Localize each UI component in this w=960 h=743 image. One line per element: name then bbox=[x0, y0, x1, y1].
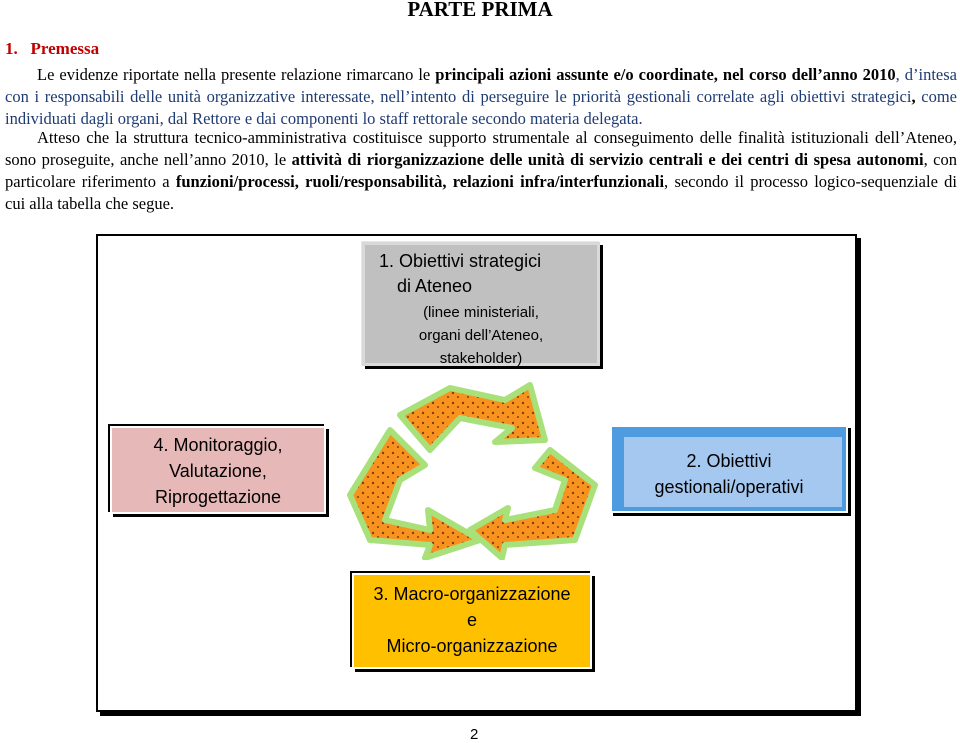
box-1-line-3: (linee ministeriali, bbox=[423, 304, 539, 321]
paragraph-2-text-a: Atteso che la struttura tecnico-amminist… bbox=[5, 128, 957, 169]
page-number: 2 bbox=[470, 726, 479, 743]
recycle-arrow-left bbox=[347, 427, 483, 560]
box-1-title: 1. Obiettivi strategici di Ateneo bbox=[373, 249, 589, 299]
box-3-line-1: 3. Macro-organizzazione bbox=[373, 584, 571, 604]
section-title: Premessa bbox=[30, 39, 100, 58]
paragraph-1-text-c: come individuati dagli organi, dal Retto… bbox=[5, 87, 957, 128]
box-organization: 3. Macro-organizzazione e Micro-organizz… bbox=[352, 573, 592, 669]
paragraph-2-bold-b: funzioni/processi, ruoli/responsabilità,… bbox=[175, 172, 665, 191]
paragraph-1-text-a: Le evidenze riportate nella presente rel… bbox=[37, 65, 436, 84]
paragraph-2-text-b: , con particolare riferimento a bbox=[5, 150, 957, 191]
box-objectives-strategic: 1. Obiettivi strategici di Ateneo (linee… bbox=[362, 242, 600, 367]
paragraph-2-bold-a: attività di riorganizzazione delle unità… bbox=[291, 150, 924, 169]
box-objectives-operational: 2. Obiettivi gestionali/operativi bbox=[610, 425, 848, 513]
box-monitoring: 4. Monitoraggio, Valutazione, Riprogetta… bbox=[110, 426, 326, 514]
box-1-line-5: stakeholder) bbox=[439, 350, 523, 367]
recycle-arrows-icon bbox=[347, 382, 598, 560]
box-1-subtitle: (linee ministeriali, organi dell’Ateneo,… bbox=[365, 301, 597, 370]
box-4-line-1: 4. Monitoraggio, bbox=[153, 435, 283, 455]
box-2-inner bbox=[624, 437, 842, 507]
box-4-line-3: Riprogettazione bbox=[154, 487, 282, 507]
box-2-line-2: gestionali/operativi bbox=[654, 477, 804, 497]
recycle-arrow-top bbox=[397, 382, 548, 453]
paragraph-1-bold-b: , bbox=[911, 87, 916, 106]
box-1-line-4: organi dell’Ateneo, bbox=[418, 327, 544, 344]
box-1-line-1: 1. Obiettivi strategici bbox=[379, 251, 542, 271]
recycle-arrow-right bbox=[467, 447, 598, 560]
paragraph-1-bold-a: principali azioni assunte e/o coordinate… bbox=[435, 65, 896, 84]
box-4-line-2: Valutazione, bbox=[169, 461, 267, 481]
paragraph-2-text-c: , secondo il processo logico-sequenziale… bbox=[5, 172, 957, 213]
section-number: 1. bbox=[5, 39, 18, 58]
paragraph-2: Atteso che la struttura tecnico-amminist… bbox=[5, 127, 957, 215]
paragraph-1: Le evidenze riportate nella presente rel… bbox=[5, 64, 957, 130]
box-1-line-2: di Ateneo bbox=[397, 276, 473, 296]
box-3-line-3: Micro-organizzazione bbox=[386, 636, 558, 656]
paragraph-1-text-b: , d’intesa con i responsabili delle unit… bbox=[5, 65, 957, 106]
page-title: PARTE PRIMA bbox=[407, 0, 553, 21]
box-3-line-2: e bbox=[466, 610, 477, 630]
section-heading: 1. Premessa bbox=[5, 39, 99, 59]
box-2-line-1: 2. Obiettivi bbox=[686, 451, 772, 471]
